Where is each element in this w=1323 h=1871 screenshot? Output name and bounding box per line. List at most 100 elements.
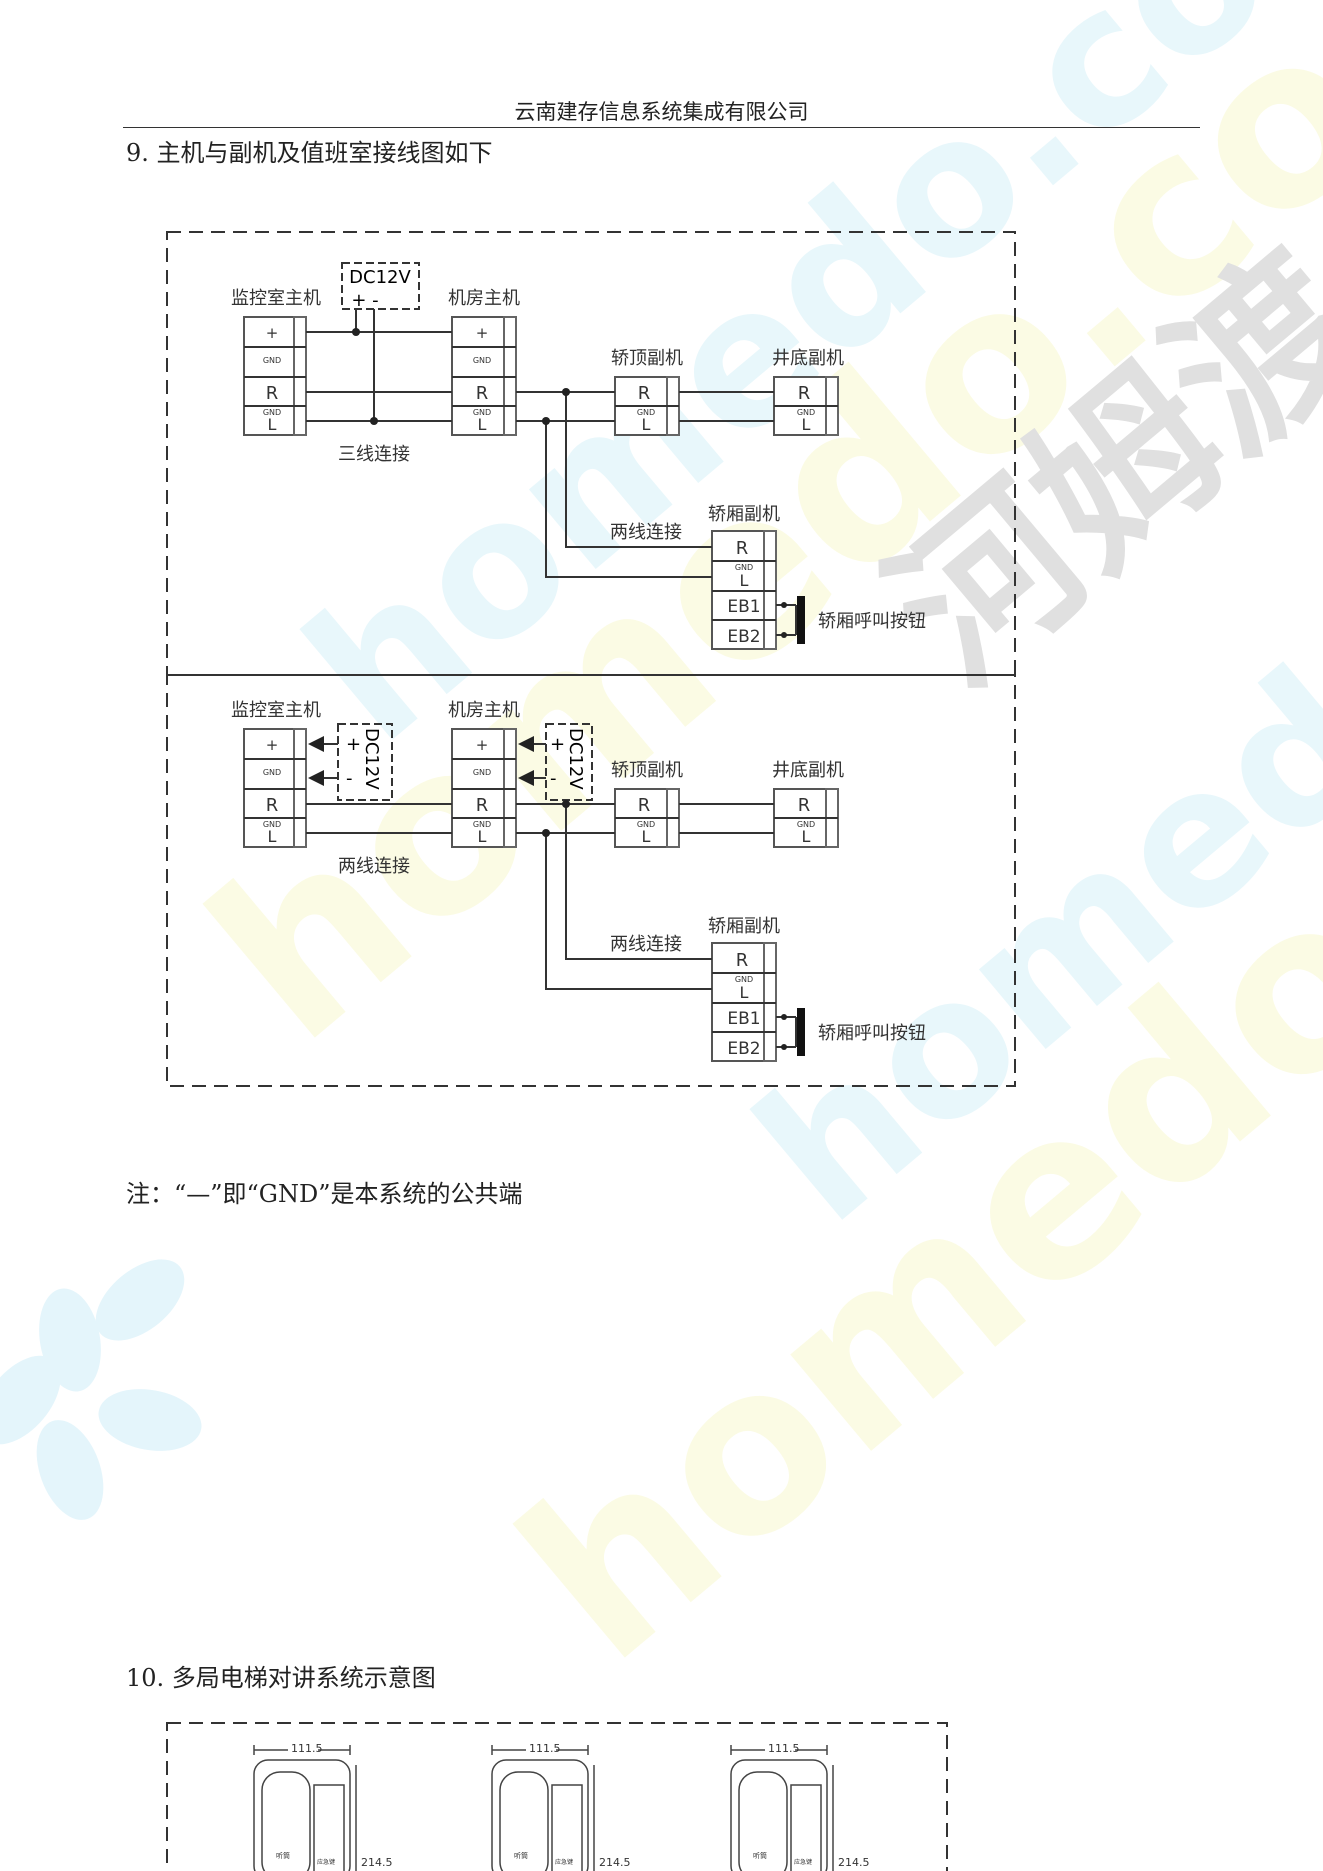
panel-2-captions: 监控室主机 机房主机 轿顶副机 井底副机 轿厢副机 两线连接 两线连接 轿厢呼叫… xyxy=(231,700,926,1044)
svg-text:GND: GND xyxy=(735,975,753,984)
panel-1-terminal-labels: + GND R GND L + GND R GND L R GND L R GN… xyxy=(263,324,815,647)
svg-text:EB1: EB1 xyxy=(727,597,760,617)
panel-2 xyxy=(243,723,839,1062)
svg-text:214.5: 214.5 xyxy=(599,1856,631,1869)
svg-text:+: + xyxy=(476,736,489,754)
svg-text:L: L xyxy=(802,827,811,846)
svg-text:应急键: 应急键 xyxy=(555,1858,573,1866)
label-car-top-1: 轿顶副机 xyxy=(611,348,683,369)
svg-text:111.5: 111.5 xyxy=(529,1742,561,1755)
label-two-wire-2a: 两线连接 xyxy=(338,856,410,877)
svg-text:L: L xyxy=(642,827,651,846)
svg-text:GND: GND xyxy=(473,820,491,829)
svg-text:GND: GND xyxy=(473,356,491,365)
svg-text:听筒: 听筒 xyxy=(276,1851,290,1860)
svg-text:+: + xyxy=(476,324,489,342)
panel-1-psu-polarity: + - xyxy=(351,290,378,311)
intercom-unit-1 xyxy=(253,1745,357,1871)
label-monitor-host-1: 监控室主机 xyxy=(231,288,321,309)
svg-text:R: R xyxy=(476,795,489,816)
section-9-title: 9. 主机与副机及值班室接线图如下 xyxy=(126,139,493,167)
svg-text:GND: GND xyxy=(797,820,815,829)
svg-text:R: R xyxy=(798,795,811,816)
svg-text:R: R xyxy=(798,383,811,404)
label-pit-2: 井底副机 xyxy=(772,760,844,781)
svg-text:EB2: EB2 xyxy=(727,627,760,647)
svg-text:111.5: 111.5 xyxy=(768,1742,800,1755)
svg-text:R: R xyxy=(266,795,279,816)
svg-text:+: + xyxy=(266,324,279,342)
svg-text:L: L xyxy=(740,983,749,1002)
svg-text:214.5: 214.5 xyxy=(361,1856,393,1869)
svg-text:听筒: 听筒 xyxy=(753,1851,767,1860)
svg-text:听筒: 听筒 xyxy=(514,1851,528,1860)
intercom-unit-3 xyxy=(730,1745,834,1871)
page-header: 云南建存信息系统集成有限公司 xyxy=(514,100,809,124)
svg-text:R: R xyxy=(476,383,489,404)
panel-2-psu-label-a: DC12V xyxy=(361,728,382,790)
label-car-top-2: 轿顶副机 xyxy=(611,760,683,781)
svg-text:L: L xyxy=(268,827,277,846)
label-monitor-host-2: 监控室主机 xyxy=(231,700,321,721)
panel-1-psu-label: DC12V xyxy=(349,267,411,288)
svg-text:GND: GND xyxy=(637,408,655,417)
svg-text:L: L xyxy=(802,415,811,434)
gnd-note: 注：“—”即“GND”是本系统的公共端 xyxy=(126,1180,523,1208)
svg-text:GND: GND xyxy=(797,408,815,417)
svg-text:GND: GND xyxy=(263,768,281,777)
svg-text:应急键: 应急键 xyxy=(794,1858,812,1866)
header-rule xyxy=(123,127,1200,128)
label-three-wire: 三线连接 xyxy=(338,444,410,465)
label-machine-room-host-2: 机房主机 xyxy=(448,700,520,721)
svg-text:R: R xyxy=(638,795,651,816)
panel-2-psu-minus-a: - xyxy=(346,768,353,789)
panel-1-junctions xyxy=(352,328,787,638)
label-call-button-2: 轿厢呼叫按钮 xyxy=(818,1023,926,1044)
intercom-dimension-labels: 111.5 111.5 111.5 214.5 214.5 214.5 听筒 听… xyxy=(276,1741,870,1869)
svg-text:GND: GND xyxy=(473,768,491,777)
label-machine-room-host-1: 机房主机 xyxy=(448,288,520,309)
panel-2-psu-minus-b: - xyxy=(550,768,557,789)
svg-text:R: R xyxy=(266,383,279,404)
panel-3-frame xyxy=(166,1722,948,1871)
svg-text:L: L xyxy=(478,827,487,846)
intercom-units xyxy=(253,1745,834,1871)
svg-text:R: R xyxy=(736,950,749,971)
panel-1-frame xyxy=(166,231,1016,676)
svg-text:GND: GND xyxy=(263,408,281,417)
panel-2-terminal-labels: + GND R GND L + GND R GND L R GND L R GN… xyxy=(263,736,815,1059)
label-two-wire-1: 两线连接 xyxy=(610,522,682,543)
label-call-button-1: 轿厢呼叫按钮 xyxy=(818,611,926,632)
svg-text:R: R xyxy=(638,383,651,404)
label-pit-1: 井底副机 xyxy=(772,348,844,369)
svg-text:R: R xyxy=(736,538,749,559)
svg-text:GND: GND xyxy=(735,563,753,572)
svg-text:+: + xyxy=(266,736,279,754)
panel-1 xyxy=(243,262,839,650)
watermark-flower-icon xyxy=(0,1259,202,1520)
svg-text:214.5: 214.5 xyxy=(838,1856,870,1869)
intercom-unit-2 xyxy=(491,1745,595,1871)
panel-2-psu-plus-a: + xyxy=(346,734,361,755)
label-two-wire-2b: 两线连接 xyxy=(610,934,682,955)
panel-2-psu-label-b: DC12V xyxy=(565,728,586,790)
svg-text:111.5: 111.5 xyxy=(291,1742,323,1755)
panel-2-junctions xyxy=(542,800,787,1050)
svg-text:L: L xyxy=(740,571,749,590)
panel-2-psu-plus-b: + xyxy=(550,734,565,755)
svg-text:EB1: EB1 xyxy=(727,1009,760,1029)
svg-text:L: L xyxy=(642,415,651,434)
svg-text:GND: GND xyxy=(637,820,655,829)
label-car-2: 轿厢副机 xyxy=(708,916,780,937)
panel-1-captions: 监控室主机 机房主机 轿顶副机 井底副机 轿厢副机 三线连接 两线连接 轿厢呼叫… xyxy=(231,288,926,632)
panel-2-frame xyxy=(166,674,1016,1087)
svg-text:GND: GND xyxy=(263,820,281,829)
svg-text:L: L xyxy=(268,415,277,434)
section-10-title: 10. 多局电梯对讲系统示意图 xyxy=(126,1664,436,1692)
svg-text:GND: GND xyxy=(473,408,491,417)
label-car-1: 轿厢副机 xyxy=(708,504,780,525)
svg-text:EB2: EB2 xyxy=(727,1039,760,1059)
svg-text:应急键: 应急键 xyxy=(317,1858,335,1866)
